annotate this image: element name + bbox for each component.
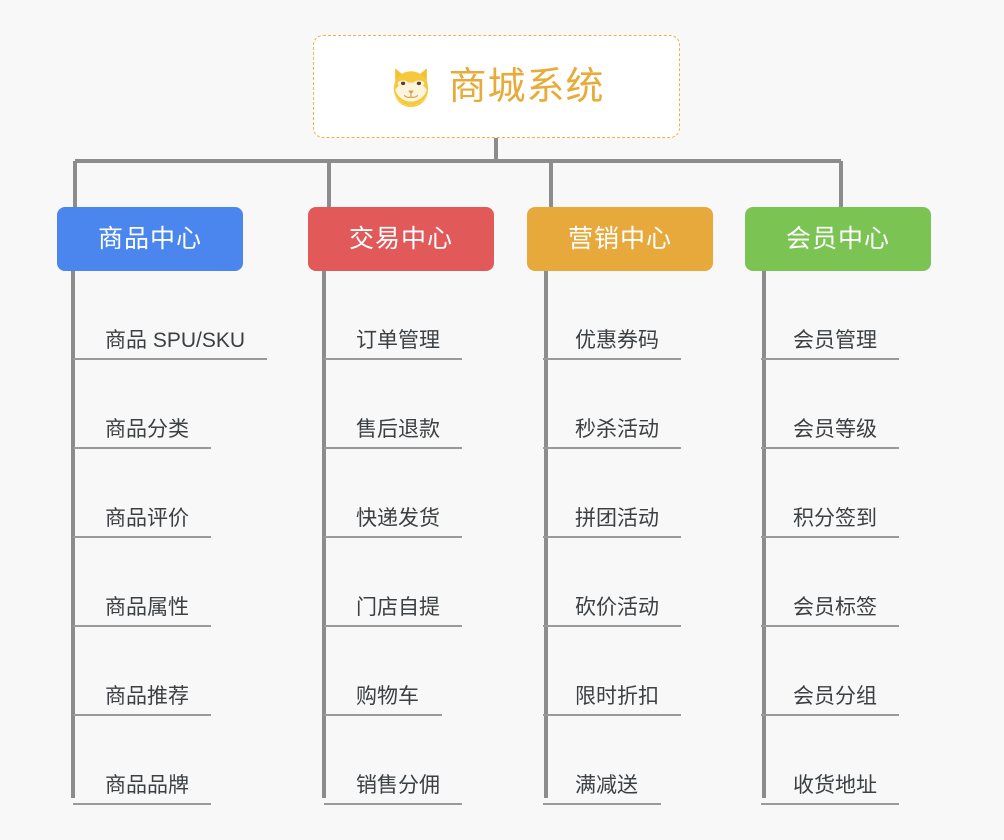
leaf-label: 购物车 [356,684,419,708]
list-item[interactable]: 售后退款 [324,360,574,449]
list-item[interactable]: 积分签到 [761,449,1004,538]
list-item[interactable]: 门店自提 [324,538,574,627]
leaf-label: 快递发货 [356,506,440,530]
list-item[interactable]: 秒杀活动 [543,360,793,449]
leaf-label: 满减送 [575,773,638,797]
leaf-label: 收货地址 [793,773,877,797]
leaf-label: 商品品牌 [105,773,189,797]
leaf-label: 会员管理 [793,328,877,352]
list-item[interactable]: 商品 SPU/SKU [73,271,323,360]
root-title: 商城系统 [448,65,605,108]
list-item[interactable]: 砍价活动 [543,538,793,627]
leaf-label: 拼团活动 [575,506,659,530]
category-header-4[interactable]: 会员中心 [745,207,931,271]
category-label-4: 会员中心 [785,224,890,253]
leaf-label: 会员标签 [793,595,877,619]
list-item[interactable]: 销售分佣 [324,716,574,805]
list-item[interactable]: 商品属性 [73,538,323,627]
leaf-label: 门店自提 [356,595,440,619]
category-label-2: 交易中心 [348,224,453,253]
list-item[interactable]: 购物车 [324,627,574,716]
list-item[interactable]: 商品推荐 [73,627,323,716]
leaf-label: 商品 SPU/SKU [105,328,246,352]
list-item[interactable]: 商品品牌 [73,716,323,805]
leaf-label: 销售分佣 [356,773,440,797]
leaf-list-2: 订单管理 售后退款 快递发货 门店自提 购物车 销售分佣 [324,271,574,805]
list-item[interactable]: 优惠券码 [543,271,793,360]
leaf-label: 订单管理 [356,328,440,352]
category-header-1[interactable]: 商品中心 [57,207,243,271]
leaf-label: 优惠券码 [575,328,659,352]
list-item[interactable]: 商品评价 [73,449,323,538]
list-item[interactable]: 拼团活动 [543,449,793,538]
leaf-label: 秒杀活动 [575,417,659,441]
shiba-dog-face-icon [394,67,429,107]
category-label-3: 营销中心 [567,224,672,253]
leaf-label: 商品属性 [105,595,189,619]
list-item[interactable]: 会员标签 [761,538,1004,627]
leaf-label: 会员分组 [793,684,877,708]
category-header-2[interactable]: 交易中心 [308,207,494,271]
list-item[interactable]: 会员分组 [761,627,1004,716]
leaf-list-4: 会员管理 会员等级 积分签到 会员标签 会员分组 收货地址 [761,271,1004,805]
list-item[interactable]: 商品分类 [73,360,323,449]
list-item[interactable]: 快递发货 [324,449,574,538]
leaf-label: 砍价活动 [575,595,659,619]
list-item[interactable]: 收货地址 [761,716,1004,805]
leaf-label: 限时折扣 [575,684,659,708]
leaf-list-1: 商品 SPU/SKU 商品分类 商品评价 商品属性 商品推荐 商品品牌 [73,271,323,805]
leaf-list-3: 优惠券码 秒杀活动 拼团活动 砍价活动 限时折扣 满减送 [543,271,793,805]
root-node[interactable]: 商城系统 [313,35,680,138]
leaf-label: 售后退款 [356,417,440,441]
list-item[interactable]: 订单管理 [324,271,574,360]
leaf-label: 商品推荐 [105,684,189,708]
category-header-3[interactable]: 营销中心 [527,207,713,271]
list-item[interactable]: 限时折扣 [543,627,793,716]
leaf-label: 商品评价 [105,506,189,530]
list-item[interactable]: 会员等级 [761,360,1004,449]
leaf-label: 会员等级 [793,417,877,441]
leaf-label: 商品分类 [105,417,189,441]
leaf-label: 积分签到 [793,506,877,530]
list-item[interactable]: 满减送 [543,716,793,805]
list-item[interactable]: 会员管理 [761,271,1004,360]
category-label-1: 商品中心 [97,224,202,253]
